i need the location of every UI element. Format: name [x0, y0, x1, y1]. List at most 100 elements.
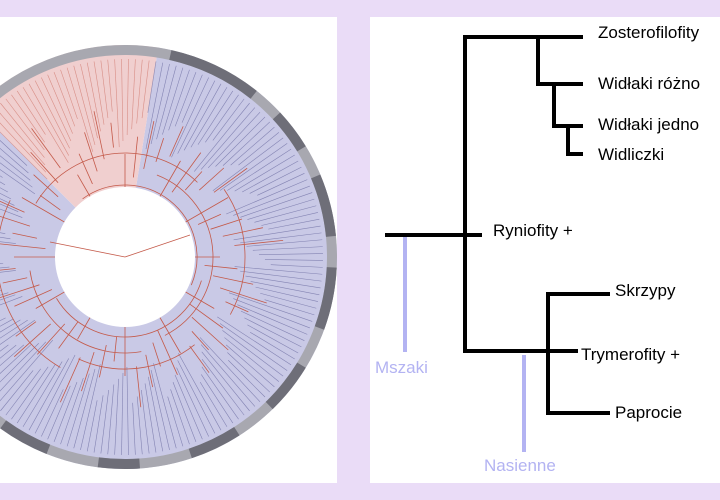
- taxon-label-skrzypy: Skrzypy: [615, 281, 676, 300]
- leaf-label-line: [0, 319, 28, 339]
- internal-branch: [110, 122, 114, 148]
- leaf-label-line: [177, 360, 216, 434]
- leaf-label-line: [260, 292, 317, 309]
- leaf-label-line: [197, 90, 234, 145]
- internal-branch: [157, 329, 178, 376]
- internal-branch: [185, 197, 229, 223]
- leaf-label-line: [168, 69, 190, 131]
- leaf-label-line: [0, 208, 23, 218]
- leaf-label-line: [178, 353, 222, 431]
- internal-branch: [78, 153, 93, 185]
- internal-branch: [191, 331, 209, 351]
- leaf-label-line: [0, 198, 15, 206]
- leaf-label-line: [0, 343, 39, 383]
- leaf-label-line: [162, 67, 184, 135]
- leaf-label-line: [226, 179, 308, 215]
- leaf-label-line: [22, 361, 63, 427]
- leaf-label-line: [100, 60, 109, 119]
- internal-branch: [31, 128, 61, 169]
- internal-branch: [159, 160, 181, 197]
- ring-segment: [311, 174, 336, 237]
- leaf-label-line: [264, 299, 315, 316]
- leaf-label-line: [219, 323, 288, 371]
- leaf-label-line: [234, 266, 323, 275]
- internal-branch: [171, 152, 202, 193]
- internal-branch: [204, 264, 238, 270]
- leaf-label-line: [0, 344, 32, 374]
- leaf-label-line: [66, 67, 94, 152]
- internal-branch-arc: [78, 344, 195, 370]
- leaf-label-line: [0, 192, 12, 200]
- leaf-label-line: [172, 381, 197, 442]
- internal-branch: [99, 344, 107, 378]
- internal-branch: [30, 151, 59, 183]
- clade-sector-blue: [0, 47, 337, 469]
- internal-branch: [58, 321, 79, 349]
- leaf-label-line: [0, 131, 48, 180]
- internal-branch: [84, 132, 98, 172]
- leaf-label-line: [205, 94, 239, 143]
- leaf-label-line: [215, 116, 266, 167]
- leaf-label-line: [53, 381, 78, 442]
- leaf-label-line: [174, 374, 203, 440]
- leaf-label-line: [136, 59, 143, 124]
- internal-branch: [185, 291, 215, 309]
- leaf-label-line: [86, 62, 101, 132]
- leaf-label-line: [0, 122, 47, 173]
- internal-branch: [210, 218, 243, 230]
- leaf-label-line: [268, 218, 320, 230]
- internal-branch: [159, 317, 181, 354]
- internal-branch: [59, 357, 81, 403]
- leaf-label-line: [11, 366, 49, 420]
- cladogram-panel: Zosterofilofity Widłaki różno Widłaki je…: [370, 17, 720, 483]
- taxon-label-zosterofilofity: Zosterofilofity: [598, 23, 700, 42]
- internal-branch: [33, 174, 59, 198]
- leaf-label-line: [0, 155, 31, 181]
- leaf-label-line: [0, 318, 14, 327]
- leaf-label-line: [5, 98, 45, 151]
- leaf-label-line: [212, 137, 284, 192]
- leaf-label-line: [0, 296, 23, 306]
- taxon-label-paprocie: Paprocie: [615, 403, 683, 422]
- leaf-label-line: [252, 246, 323, 251]
- leaf-label-line: [227, 352, 271, 393]
- leaf-label-line: [156, 65, 177, 140]
- internal-branch: [136, 366, 142, 408]
- leaf-label-line: [0, 344, 9, 352]
- internal-branch: [189, 303, 224, 329]
- internal-branch: [12, 232, 38, 239]
- root-branch-left: [49, 241, 126, 258]
- leaf-label-line: [222, 330, 284, 377]
- internal-branch: [189, 345, 210, 373]
- internal-branch: [14, 323, 51, 357]
- leaf-label-line: [176, 367, 209, 437]
- leaf-label-line: [246, 239, 323, 247]
- leaf-label-line: [47, 385, 71, 440]
- leaf-label-line: [0, 294, 16, 301]
- leaf-label-line: [0, 147, 29, 174]
- leaf-label-line: [136, 396, 143, 455]
- leaf-label-line: [0, 203, 19, 212]
- leaf-label-line: [250, 281, 320, 296]
- group-label-mszaki: Mszaki: [375, 358, 428, 377]
- leaf-label-line: [0, 339, 54, 402]
- taxon-label-ryniofity: Ryniofity +: [493, 221, 573, 240]
- leaf-label-line: [240, 310, 305, 341]
- internal-branch: [93, 111, 105, 160]
- internal-branch: [77, 317, 91, 340]
- leaf-label-line: [233, 298, 310, 329]
- leaf-label-line: [0, 241, 16, 244]
- leaf-label-line: [5, 368, 41, 416]
- root-branch-right: [124, 234, 191, 258]
- leaf-label-line: [80, 364, 101, 450]
- leaf-label-line: [233, 225, 321, 241]
- leaf-label-line: [244, 317, 302, 348]
- leaf-label-line: [212, 98, 245, 141]
- internal-branch: [2, 277, 28, 284]
- clade-sector-red: [0, 45, 159, 208]
- ring-segment: [188, 426, 240, 459]
- taxon-label-trymerofity: Trymerofity +: [581, 345, 681, 364]
- taxon-label-widlaki-jedno: Widłaki jedno: [598, 115, 700, 134]
- internal-branch: [0, 200, 25, 213]
- leaf-label-line: [34, 80, 70, 149]
